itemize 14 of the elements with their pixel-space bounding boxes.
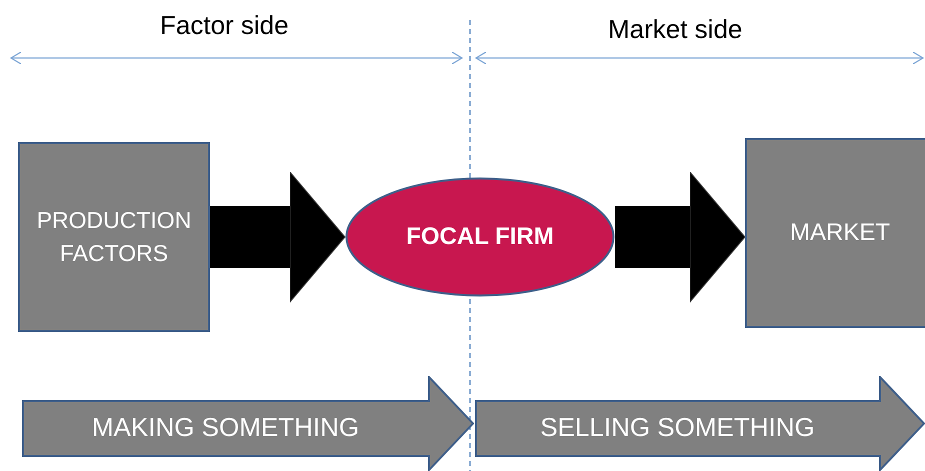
node-label: MAKING SOMETHING <box>92 410 360 444</box>
side-heading: Factor side <box>160 10 289 41</box>
node-label: PRODUCTION FACTORS <box>36 206 192 268</box>
process-box <box>745 138 925 328</box>
node-label: MARKET <box>790 218 890 248</box>
node-label: SELLING SOMETHING <box>540 410 815 444</box>
block-arrow <box>210 172 346 302</box>
process-box <box>18 142 210 332</box>
arrow-banner <box>22 376 474 471</box>
block-arrow <box>615 172 746 302</box>
firm-ellipse <box>345 177 615 297</box>
side-heading: Market side <box>608 14 742 45</box>
node-label: FOCAL FIRM <box>406 222 554 252</box>
arrow-banner <box>475 376 925 471</box>
